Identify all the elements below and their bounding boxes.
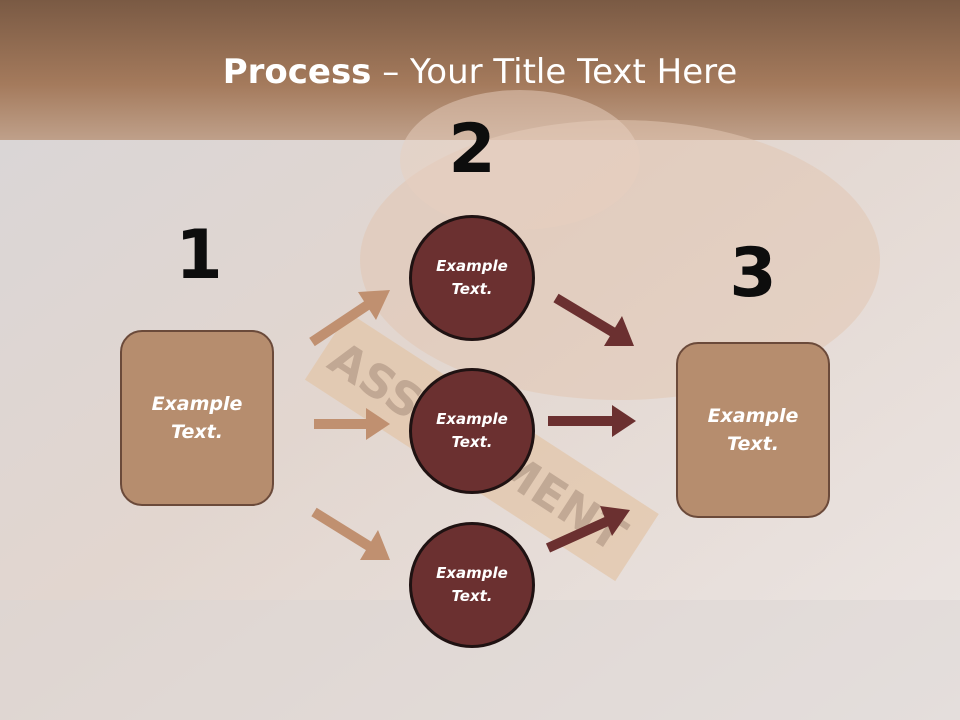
circle-middle-line1: Example bbox=[436, 409, 508, 428]
step-number-3: 3 bbox=[729, 234, 777, 313]
circle-top-line1: Example bbox=[436, 256, 508, 275]
circle-bottom-line1: Example bbox=[436, 563, 508, 582]
arrow-to-bottom-circle bbox=[311, 507, 390, 560]
title-bold: Process bbox=[222, 52, 372, 92]
step-3-box: Example Text. bbox=[676, 342, 830, 518]
step-3-box-line2: Text. bbox=[727, 433, 779, 455]
arrow-to-top-circle bbox=[309, 290, 390, 347]
arrow-from-bottom-circle bbox=[545, 506, 630, 553]
slide-title: Process – Your Title Text Here bbox=[0, 52, 960, 92]
title-rest: – Your Title Text Here bbox=[371, 52, 738, 92]
circle-top-line2: Text. bbox=[451, 280, 493, 298]
step-1-box-line1: Example bbox=[151, 392, 243, 415]
step-2-circle-bottom: Example Text. bbox=[409, 522, 535, 648]
arrow-from-middle-circle bbox=[548, 405, 636, 437]
step-2-circle-top: Example Text. bbox=[409, 215, 535, 341]
step-2-circle-middle: Example Text. bbox=[409, 368, 535, 494]
arrow-to-middle-circle bbox=[314, 408, 390, 440]
circle-middle-line2: Text. bbox=[451, 433, 493, 451]
step-number-2: 2 bbox=[448, 110, 496, 189]
step-number-1: 1 bbox=[175, 216, 223, 295]
circle-bottom-line2: Text. bbox=[451, 587, 493, 605]
step-3-box-line1: Example bbox=[707, 404, 799, 427]
arrow-from-top-circle bbox=[553, 293, 634, 346]
step-1-box: Example Text. bbox=[120, 330, 274, 506]
step-1-box-line2: Text. bbox=[171, 421, 223, 443]
